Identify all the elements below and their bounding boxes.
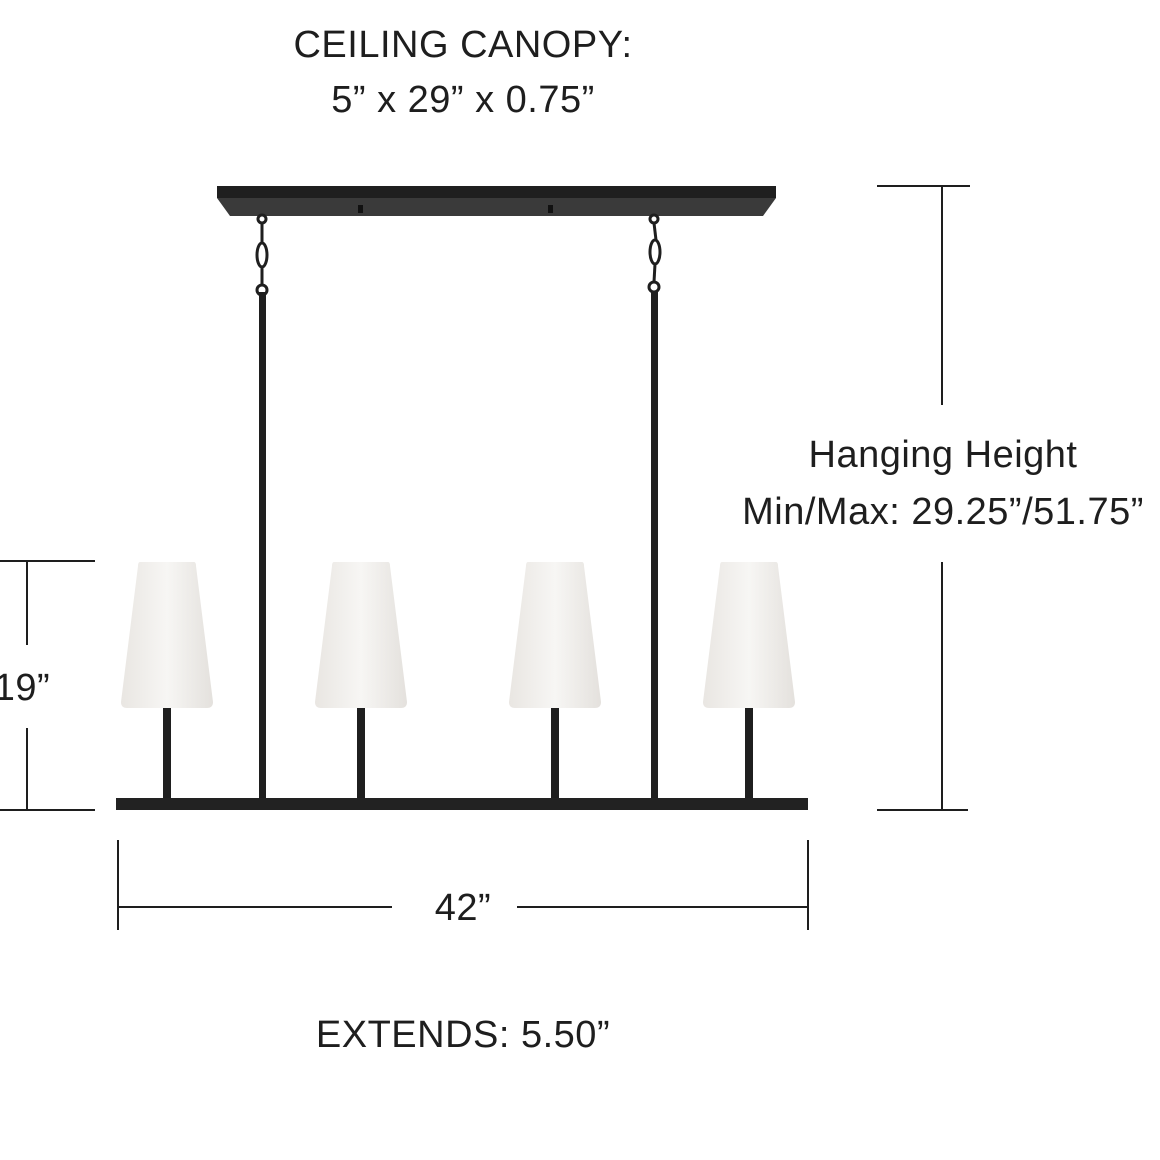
ceiling-canopy: [217, 186, 776, 216]
lamp-shade: [509, 562, 601, 708]
rod-right: [651, 292, 658, 800]
width-label: 42”: [434, 887, 492, 929]
lamp-stem: [163, 706, 171, 800]
canopy-dimensions: 5” x 29” x 0.75”: [331, 79, 595, 121]
rod-left: [259, 292, 266, 800]
hanging-height-dimension-lines: [877, 185, 970, 811]
lamp-stem: [357, 706, 365, 800]
height-label: 19”: [0, 667, 51, 709]
lamp-shade: [121, 562, 213, 708]
lamp-stem: [551, 706, 559, 800]
lamp-shade: [703, 562, 795, 708]
chain-left: [255, 213, 269, 297]
bottom-bar: [116, 798, 808, 810]
width-dimension-lines: [117, 840, 809, 930]
extends-label: EXTENDS: 5.50”: [315, 1014, 611, 1056]
height-dimension-lines: [0, 560, 95, 811]
chain-right: [647, 213, 662, 294]
hanging-height-range: Min/Max: 29.25”/51.75”: [742, 491, 1144, 533]
lamp-stem: [745, 706, 753, 800]
hanging-height-title: Hanging Height: [808, 434, 1078, 476]
canopy-title: CEILING CANOPY:: [293, 24, 633, 66]
lamp-shade: [315, 562, 407, 708]
